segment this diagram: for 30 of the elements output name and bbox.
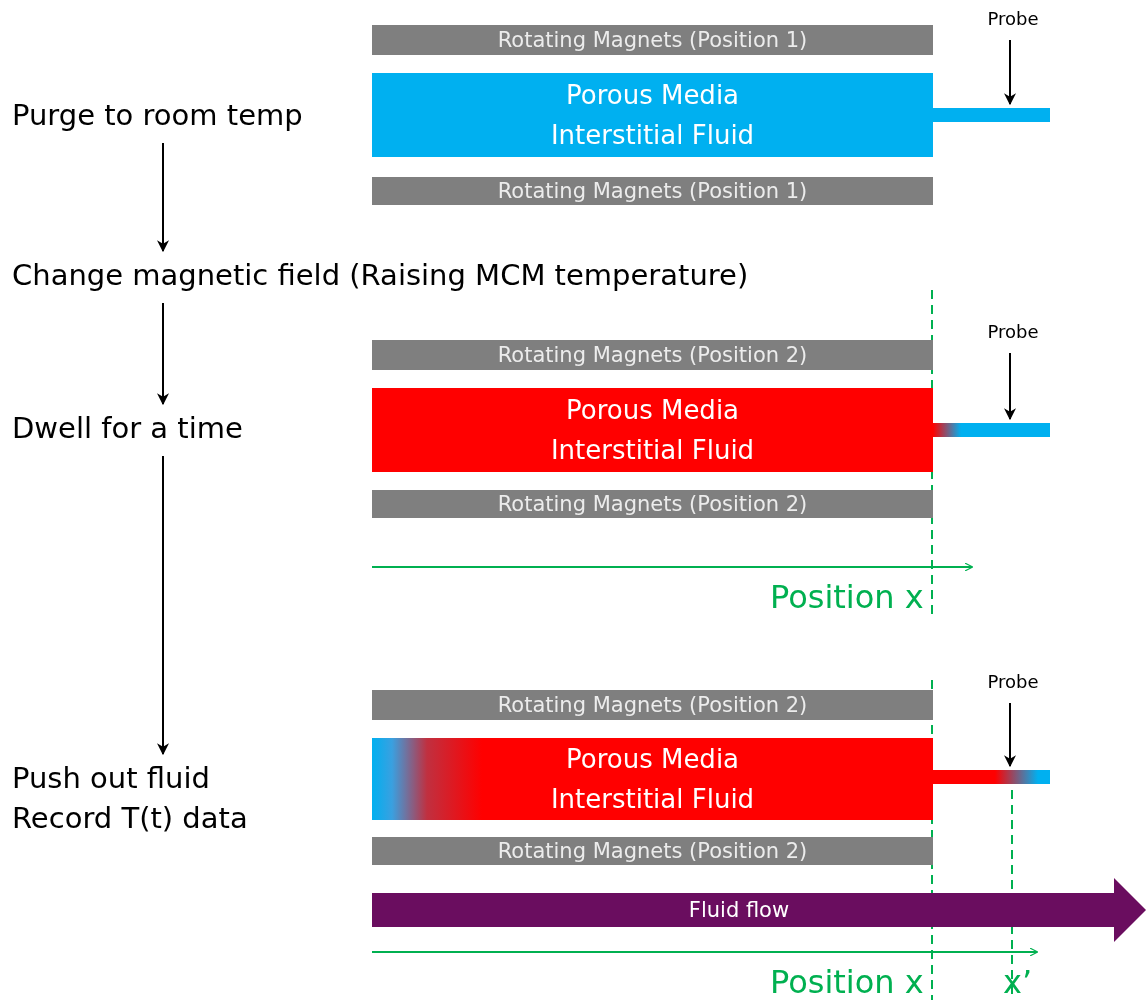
axis-label: x’	[1003, 963, 1033, 1001]
axis-label: Position x	[770, 578, 924, 616]
magnet-bar: Rotating Magnets (Position 1)	[372, 25, 933, 55]
arrow	[1004, 702, 1016, 768]
axis-label: Position x	[770, 963, 924, 1001]
outlet-pipe	[933, 423, 1050, 437]
outlet-pipe	[933, 108, 1050, 122]
arrow	[1004, 352, 1016, 421]
magnet-bar: Rotating Magnets (Position 2)	[372, 490, 933, 518]
probe-label: Probe	[985, 321, 1041, 347]
arrow	[157, 142, 169, 253]
step-text: Dwell for a time	[12, 410, 244, 447]
step-text: Record T(t) data	[12, 800, 249, 837]
step-text: Purge to room temp	[12, 97, 304, 134]
magnet-bar: Rotating Magnets (Position 2)	[372, 690, 933, 720]
arrow	[157, 302, 169, 406]
probe-label: Probe	[985, 8, 1041, 34]
probe-label: Probe	[985, 671, 1041, 697]
magnet-bar: Rotating Magnets (Position 2)	[372, 837, 933, 865]
magnet-bar: Rotating Magnets (Position 2)	[372, 340, 933, 370]
step-text: Change magnetic field (Raising MCM temperature)	[12, 257, 750, 294]
magnet-bar: Rotating Magnets (Position 1)	[372, 177, 933, 205]
porous-media-block: Porous Media Interstitial Fluid	[372, 738, 933, 820]
arrow	[157, 455, 169, 756]
flow-arrow: Fluid flow	[372, 878, 1146, 942]
porous-media-block: Porous Media Interstitial Fluid	[372, 388, 933, 472]
outlet-pipe	[933, 770, 1050, 784]
porous-media-block: Porous Media Interstitial Fluid	[372, 73, 933, 157]
step-text: Push out fluid	[12, 760, 211, 797]
arrow	[1004, 39, 1016, 106]
